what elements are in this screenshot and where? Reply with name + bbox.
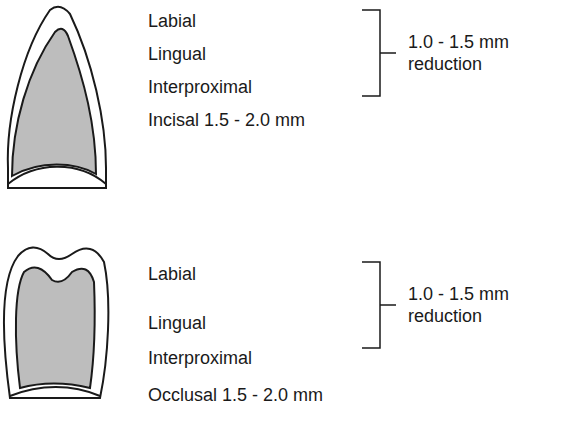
surface-label: Labial [148, 10, 196, 32]
surface-label: Interproximal [148, 76, 252, 98]
bracket [362, 262, 396, 348]
anterior-tooth [8, 7, 106, 188]
surface-label: Lingual [148, 312, 206, 334]
surface-label: Labial [148, 263, 196, 285]
bracket [362, 10, 396, 96]
dimension-label: 1.0 - 1.5 mm reduction [408, 31, 558, 75]
dimension-label: Incisal 1.5 - 2.0 mm [148, 109, 305, 131]
surface-label: Lingual [148, 43, 206, 65]
dimension-label: 1.0 - 1.5 mm reduction [408, 283, 558, 327]
posterior-tooth [4, 247, 108, 398]
dimension-label: Occlusal 1.5 - 2.0 mm [148, 384, 323, 406]
surface-label: Interproximal [148, 347, 252, 369]
